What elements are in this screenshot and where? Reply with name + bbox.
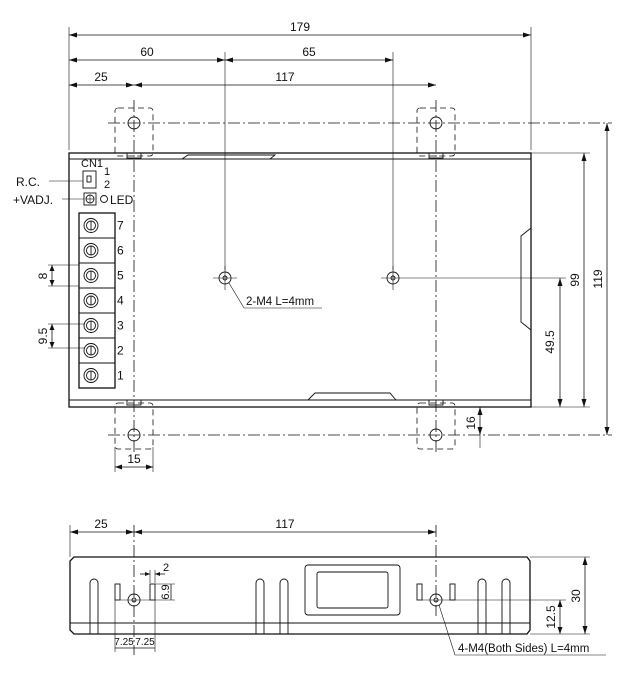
dim-bracket-depth: 16 (453, 406, 490, 448)
dim-side-hole-height: 12.5 (544, 600, 563, 634)
dim-hole-height: 49.5 (543, 278, 563, 407)
svg-text:49.5: 49.5 (543, 330, 557, 354)
terminal-number: 3 (117, 319, 124, 333)
svg-text:2: 2 (163, 562, 169, 574)
svg-text:12.5: 12.5 (544, 605, 558, 629)
svg-text:6.9: 6.9 (160, 584, 172, 599)
hole-note-leader (228, 282, 322, 309)
dim-bracket-height: 119 (591, 123, 610, 435)
terminal-number: 2 (117, 344, 124, 358)
hole-note-side: 4-M4(Both Sides) L=4mm (458, 643, 589, 655)
dim-side-offset: 25 (70, 517, 134, 535)
top-rib-right (520, 227, 532, 331)
terminal-screw-5 (83, 268, 99, 283)
terminal-screw-4 (83, 293, 99, 308)
svg-text:7.25: 7.25 (135, 637, 155, 648)
dim-terminal-pitch: 9.5 (36, 323, 85, 349)
svg-text:7.25: 7.25 (114, 637, 134, 648)
dim-slot-height: 6.9 (155, 583, 175, 601)
dim-bracket-width: 15 (114, 447, 154, 472)
svg-text:117: 117 (275, 70, 294, 84)
top-rib-bottom (307, 392, 397, 401)
svg-text:16: 16 (464, 416, 478, 430)
dim-side-spacing: 117 (134, 517, 436, 535)
svg-text:65: 65 (302, 45, 316, 59)
side-body-outline (69, 556, 531, 635)
side-view: 25 117 2 6.9 7. (69, 517, 606, 656)
svg-text:119: 119 (591, 269, 605, 288)
dim-bracket-offset: 25 (69, 70, 134, 88)
led-label: LED (110, 193, 134, 207)
terminal-screw-2 (83, 343, 99, 358)
terminal-block (78, 212, 116, 389)
terminal-screws: 7 6 5 4 3 2 1 (83, 218, 124, 383)
dim-hole-spacing-top: 65 (225, 45, 393, 63)
svg-text:117: 117 (275, 517, 294, 531)
vadj-label: +VADJ. (13, 193, 53, 207)
dim-overall-length: 179 (69, 20, 531, 38)
svg-text:99: 99 (568, 273, 582, 287)
side-window-inner (316, 571, 389, 609)
connector-pin-2: 2 (104, 179, 110, 191)
terminal-number: 1 (117, 369, 124, 383)
svg-text:25: 25 (94, 517, 108, 531)
connector-name: CN1 (81, 158, 103, 170)
terminal-screw-1 (83, 368, 99, 383)
side-vents (89, 578, 511, 635)
connector-body (82, 170, 97, 189)
svg-text:9.5: 9.5 (36, 327, 50, 344)
terminal-screw-7 (83, 218, 99, 233)
terminal-screw-6 (83, 243, 99, 258)
svg-text:179: 179 (290, 20, 310, 34)
terminal-number: 4 (117, 294, 124, 308)
dim-terminal-width: 8 (36, 264, 79, 287)
dim-side-height: 30 (569, 557, 588, 634)
led-indicator (100, 195, 108, 203)
side-window-outer (304, 564, 401, 616)
terminal-number: 7 (117, 219, 124, 233)
top-rib-top (181, 154, 277, 160)
dim-bracket-spacing: 117 (134, 70, 436, 88)
terminal-screw-3 (83, 318, 99, 333)
svg-text:60: 60 (140, 45, 154, 59)
dim-slot-halves: 7.25 7.25 (114, 600, 156, 652)
terminal-number: 5 (117, 269, 124, 283)
svg-text:25: 25 (94, 70, 108, 84)
svg-text:30: 30 (569, 589, 583, 603)
top-body-outline (68, 152, 532, 408)
dim-to-first-hole: 60 (69, 45, 225, 63)
hole-note-top: 2-M4 L=4mm (246, 296, 314, 308)
m4-hole-right (381, 266, 405, 290)
svg-text:8: 8 (36, 272, 50, 279)
rc-label: R.C. (16, 175, 40, 189)
svg-text:15: 15 (127, 452, 141, 466)
terminal-number: 6 (117, 244, 124, 258)
dim-body-height: 99 (568, 153, 587, 407)
connector-pin-1: 1 (104, 166, 110, 178)
connector-pin (86, 175, 92, 183)
side-hole-note-leader (438, 604, 606, 656)
dim-slot-gap: 2 (140, 562, 169, 583)
